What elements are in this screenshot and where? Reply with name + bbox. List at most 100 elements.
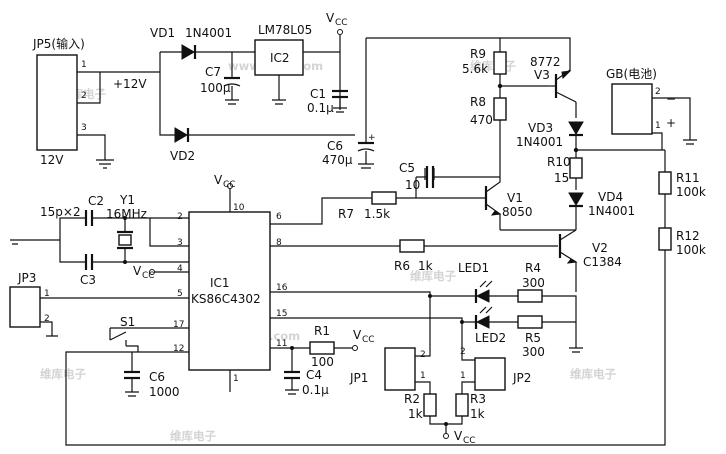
- c4-value: 0.1μ: [302, 383, 329, 397]
- vd3-label: VD3: [528, 121, 553, 135]
- jp5-pin3: 3: [81, 123, 87, 133]
- svg-text:1: 1: [460, 371, 466, 381]
- v3-part: 8772: [530, 55, 561, 69]
- y1-label: Y1: [119, 193, 135, 207]
- vd4-label: VD4: [598, 190, 623, 204]
- svg-text:8: 8: [276, 238, 282, 248]
- v3-label: V3: [534, 68, 550, 82]
- svg-text:1: 1: [233, 374, 239, 384]
- svg-text:V: V: [454, 429, 463, 443]
- ic1-part: KS86C4302: [191, 292, 261, 306]
- svg-text:16: 16: [276, 283, 288, 293]
- svg-text:CC: CC: [335, 18, 348, 28]
- r9-label: R9: [470, 47, 486, 61]
- r5-resistor: R5 300: [517, 315, 545, 359]
- svg-text:15: 15: [276, 309, 287, 319]
- s1-label: S1: [120, 315, 135, 329]
- jp5-voltage: 12V: [40, 153, 64, 167]
- r4-value: 300: [522, 276, 545, 290]
- c4-capacitor: C4 0.1μ: [284, 348, 329, 397]
- v1-part: 8050: [502, 205, 533, 219]
- r10-value: 15: [554, 171, 569, 185]
- c1-label: C1: [310, 87, 326, 101]
- v2-transistor: V2 C1384: [558, 229, 622, 292]
- svg-text:CC: CC: [142, 271, 155, 281]
- ic2-label: IC2: [270, 51, 290, 65]
- r1-value: 100: [311, 355, 334, 369]
- jp3-label: JP3: [17, 271, 36, 285]
- svg-text:−: −: [666, 92, 676, 106]
- svg-text:+: +: [368, 133, 376, 143]
- vd4-diode: VD4 1N4001: [568, 190, 635, 230]
- jp3-connector: JP3 1 2: [9, 271, 50, 328]
- c5-label: C5: [399, 161, 415, 175]
- c5-value: 10: [405, 178, 420, 192]
- vd3-part: 1N4001: [516, 135, 563, 149]
- ic2-regulator: IC2 LM78L05: [254, 23, 340, 105]
- svg-text:12: 12: [173, 344, 184, 354]
- c1-capacitor: C1 0.1μ: [307, 87, 348, 115]
- jp5-connector: JP5(输入) 1 2 3 12V: [32, 36, 87, 167]
- v2-label: V2: [592, 241, 608, 255]
- led1-led: LED1: [458, 261, 493, 303]
- r5-value: 300: [522, 345, 545, 359]
- c3-label: C3: [80, 273, 96, 287]
- r7-resistor: R7 1.5k: [338, 191, 397, 221]
- r9-value: 5.6k: [462, 62, 488, 76]
- jp5-pin1: 1: [81, 60, 87, 70]
- c6-bottom-capacitor: C6 1000: [124, 370, 180, 399]
- vcc-top: V CC: [326, 11, 348, 110]
- r3-label: R3: [470, 392, 486, 406]
- svg-text:2: 2: [655, 87, 661, 97]
- r11-resistor: R11 100k: [658, 171, 706, 199]
- svg-text:CC: CC: [223, 180, 236, 190]
- ic1-label: IC1: [210, 276, 230, 290]
- r8-value: 470: [470, 113, 493, 127]
- r5-label: R5: [525, 331, 541, 345]
- r7-value: 1.5k: [364, 207, 390, 221]
- svg-text:V: V: [353, 328, 362, 342]
- r10-label: R10: [547, 155, 571, 169]
- led1-label: LED1: [458, 261, 489, 275]
- r1-label: R1: [314, 324, 330, 338]
- r7-label: R7: [338, 207, 354, 221]
- r12-label: R12: [676, 229, 700, 243]
- r3-value: 1k: [470, 407, 485, 421]
- r6-resistor: R6 1k: [394, 239, 433, 273]
- jp2-label: JP2: [512, 371, 531, 385]
- watermark-logo: 维库电子: [170, 429, 216, 443]
- watermark-logo: 维库电子: [570, 367, 616, 381]
- c2-capacitor: C2 15p×2: [40, 194, 125, 226]
- jp2-connector: JP2 2 1: [460, 347, 531, 391]
- svg-text:2: 2: [420, 350, 426, 360]
- svg-text:1: 1: [655, 121, 661, 131]
- svg-text:1: 1: [44, 289, 50, 299]
- jp1-label: JP1: [349, 371, 368, 385]
- y1-crystal: Y1 16MHz: [106, 193, 147, 262]
- svg-text:5: 5: [177, 289, 183, 299]
- r9-resistor: R9 5.6k: [462, 47, 507, 76]
- vd1-part: 1N4001: [185, 26, 232, 40]
- jp1-connector: JP1 2 1: [349, 347, 426, 391]
- c5-capacitor: C5 10: [399, 161, 445, 192]
- svg-text:2: 2: [460, 347, 466, 357]
- r2-value: 1k: [408, 407, 423, 421]
- svg-text:2: 2: [177, 212, 183, 222]
- r12-value: 100k: [676, 243, 706, 257]
- r8-resistor: R8 470: [470, 95, 507, 127]
- svg-text:V: V: [214, 173, 223, 187]
- svg-text:CC: CC: [463, 436, 476, 446]
- svg-text:3: 3: [177, 238, 183, 248]
- svg-text:6: 6: [276, 212, 282, 222]
- svg-text:+: +: [666, 116, 676, 130]
- r4-label: R4: [525, 261, 541, 275]
- svg-text:4: 4: [177, 264, 183, 274]
- svg-text:V: V: [326, 11, 335, 25]
- r3-resistor: R3 1k: [455, 392, 486, 421]
- svg-text:CC: CC: [362, 335, 375, 345]
- c7-capacitor: C7 100μ: [200, 52, 241, 105]
- r11-label: R11: [676, 171, 700, 185]
- c6-top-value: 470μ: [322, 153, 353, 167]
- c4-label: C4: [306, 368, 322, 382]
